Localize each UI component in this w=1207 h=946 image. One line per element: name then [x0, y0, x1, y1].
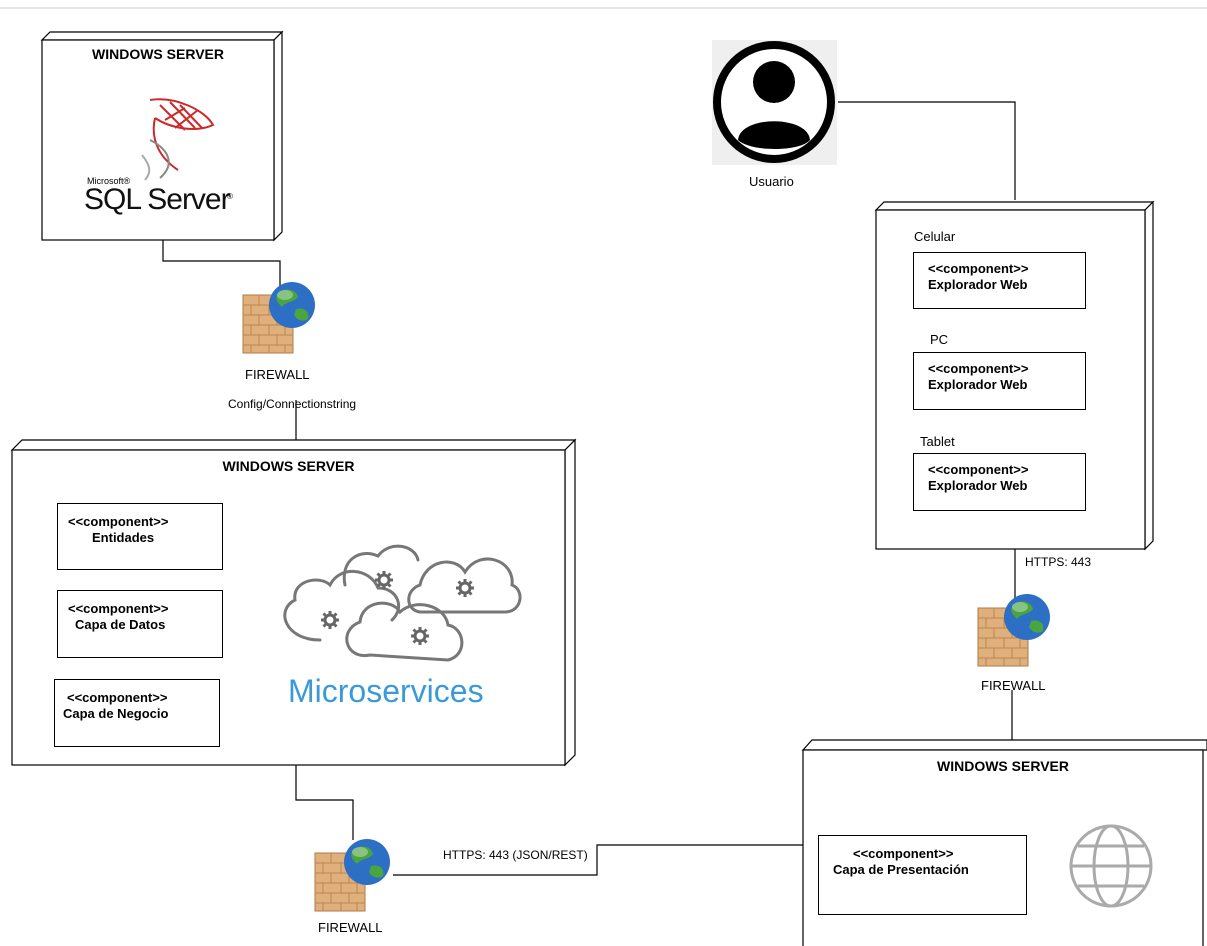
connectors [162, 101, 1016, 876]
connection-label-config: Config/Connectionstring [228, 397, 357, 411]
firewall-label: FIREWALL [318, 920, 383, 935]
component-name: Capa de Presentación [833, 862, 969, 877]
firewall-icon [314, 839, 390, 912]
globe-outline-icon [1069, 824, 1153, 908]
connector-user-client [838, 101, 1016, 200]
device-label-pc: PC [930, 332, 949, 347]
sql-logo-text: SQL Server [84, 183, 231, 216]
firewall-icon [977, 594, 1050, 667]
db-server-node [40, 30, 284, 242]
device-label-celular: Celular [914, 229, 956, 244]
component-stereotype: <<component>> [928, 261, 1029, 276]
component-stereotype: <<component>> [67, 690, 168, 705]
connector-db-firewall [162, 240, 281, 290]
connector-firewall-web [393, 844, 803, 876]
web-server-title: WINDOWS SERVER [937, 758, 1069, 774]
device-label-tablet: Tablet [920, 434, 955, 449]
component-name: Explorador Web [928, 277, 1028, 292]
db-server-title: WINDOWS SERVER [92, 46, 224, 62]
component-stereotype: <<component>> [853, 846, 954, 861]
component-capa-datos: <<component>> Capa de Datos [57, 590, 223, 658]
microservices-label: Microservices [288, 673, 484, 709]
user-icon [712, 40, 837, 165]
connector-app-firewall [295, 765, 354, 840]
component-stereotype: <<component>> [928, 361, 1029, 376]
firewall-label: FIREWALL [981, 678, 1046, 693]
component-stereotype: <<component>> [68, 514, 169, 529]
component-name: Capa de Datos [75, 617, 166, 632]
component-stereotype: <<component>> [928, 462, 1029, 477]
firewall-icon [242, 282, 315, 354]
component-explorador-pc: <<component>> Explorador Web [913, 352, 1086, 410]
user-label: Usuario [749, 174, 794, 189]
component-explorador-celular: <<component>> Explorador Web [913, 252, 1086, 309]
component-name: Entidades [92, 530, 155, 545]
component-capa-presentacion: <<component>> Capa de Presentación [818, 835, 1027, 915]
sql-logo-microsoft: Microsoft® [87, 176, 131, 186]
sql-server-swirl-icon [141, 98, 215, 181]
component-name: Capa de Negocio [63, 706, 169, 721]
component-entidades: <<component>> Entidades [57, 503, 223, 570]
cloud-gears-icon [283, 544, 522, 662]
component-stereotype: <<component>> [68, 601, 169, 616]
component-name: Explorador Web [928, 377, 1028, 392]
app-server-title: WINDOWS SERVER [222, 458, 355, 474]
component-name: Explorador Web [928, 478, 1028, 493]
connection-label-https: HTTPS: 443 [1025, 555, 1092, 569]
connection-label-https-json: HTTPS: 443 (JSON/REST) [443, 848, 588, 862]
sql-logo-tm: ® [227, 192, 233, 201]
firewall-label: FIREWALL [245, 367, 310, 382]
component-capa-negocio: <<component>> Capa de Negocio [54, 679, 220, 747]
component-explorador-tablet: <<component>> Explorador Web [913, 453, 1086, 511]
